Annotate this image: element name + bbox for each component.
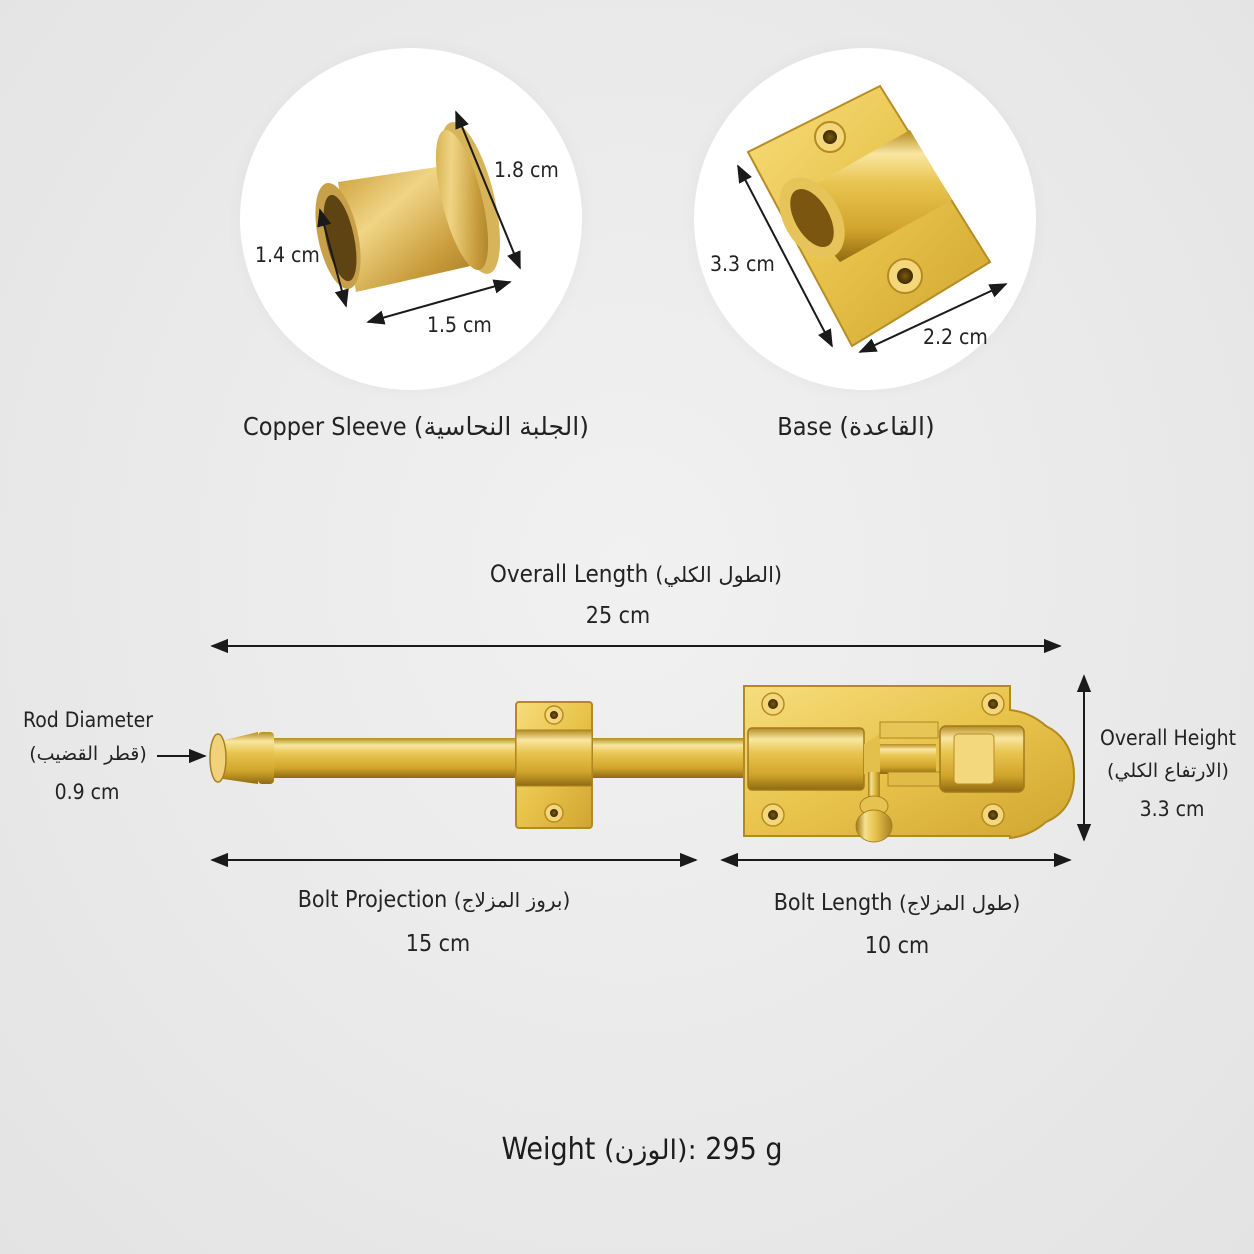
base-dimension-arrows: [737, 164, 1008, 353]
rod-diameter-value: 0.9 cm: [54, 780, 120, 804]
weight-label-arabic: (الوزن):: [603, 1135, 697, 1166]
overall-height-label: Overall Height: [1100, 726, 1236, 750]
bolt-projection-label-arabic: (بروز المزلاج): [453, 888, 571, 912]
bolt-length-label: Bolt Length: [773, 890, 893, 916]
bolt-projection-value: 15 cm: [405, 931, 471, 957]
base-name: Base: [777, 412, 833, 441]
overall-length-value: 25 cm: [585, 603, 651, 629]
base-name-arabic: (القاعدة): [839, 412, 935, 441]
base-image: [746, 84, 992, 348]
bolt-length-value: 10 cm: [864, 933, 930, 959]
weight-value: 295 g: [705, 1132, 783, 1167]
bolt-projection-title: Bolt Projection (بروز المزلاج): [298, 887, 571, 913]
overall-height-label-arabic: (الارتفاع الكلي): [1107, 760, 1229, 782]
sleeve-outer-diameter-label: 1.4 cm: [255, 243, 320, 267]
sleeve-name: Copper Sleeve: [243, 412, 407, 441]
overall-length-title: Overall Length (الطول الكلي): [490, 560, 782, 588]
sleeve-caption: Copper Sleeve (الجلبة النحاسية): [243, 412, 589, 441]
sleeve-dimension-arrows: [317, 110, 521, 325]
overall-length-label-arabic: (الطول الكلي): [655, 563, 783, 587]
rod-diameter-label-arabic: (قطر القضيب): [29, 743, 147, 765]
bolt-projection-label: Bolt Projection: [297, 887, 448, 913]
base-caption: Base (القاعدة): [777, 412, 934, 441]
sleeve-name-arabic: (الجلبة النحاسية): [413, 412, 589, 441]
copper-sleeve-image: [315, 122, 500, 292]
base-length-label: 3.3 cm: [710, 252, 775, 276]
rod-diameter-label: Rod Diameter: [23, 708, 153, 732]
weight-label: Weight: [501, 1132, 596, 1167]
barrel-bolt-image: [209, 685, 1076, 843]
main-dimension-arrows: [157, 638, 1092, 868]
weight-line: Weight (الوزن): 295 g: [502, 1132, 783, 1167]
base-width-label: 2.2 cm: [923, 325, 988, 349]
overall-height-value: 3.3 cm: [1139, 797, 1205, 821]
sleeve-length-label: 1.5 cm: [427, 313, 492, 337]
bolt-length-title: Bolt Length (طول المزلاج): [774, 890, 1021, 916]
overall-length-label: Overall Length: [489, 560, 649, 588]
sleeve-height-label: 1.8 cm: [494, 158, 559, 182]
bolt-length-label-arabic: (طول المزلاج): [898, 891, 1021, 915]
